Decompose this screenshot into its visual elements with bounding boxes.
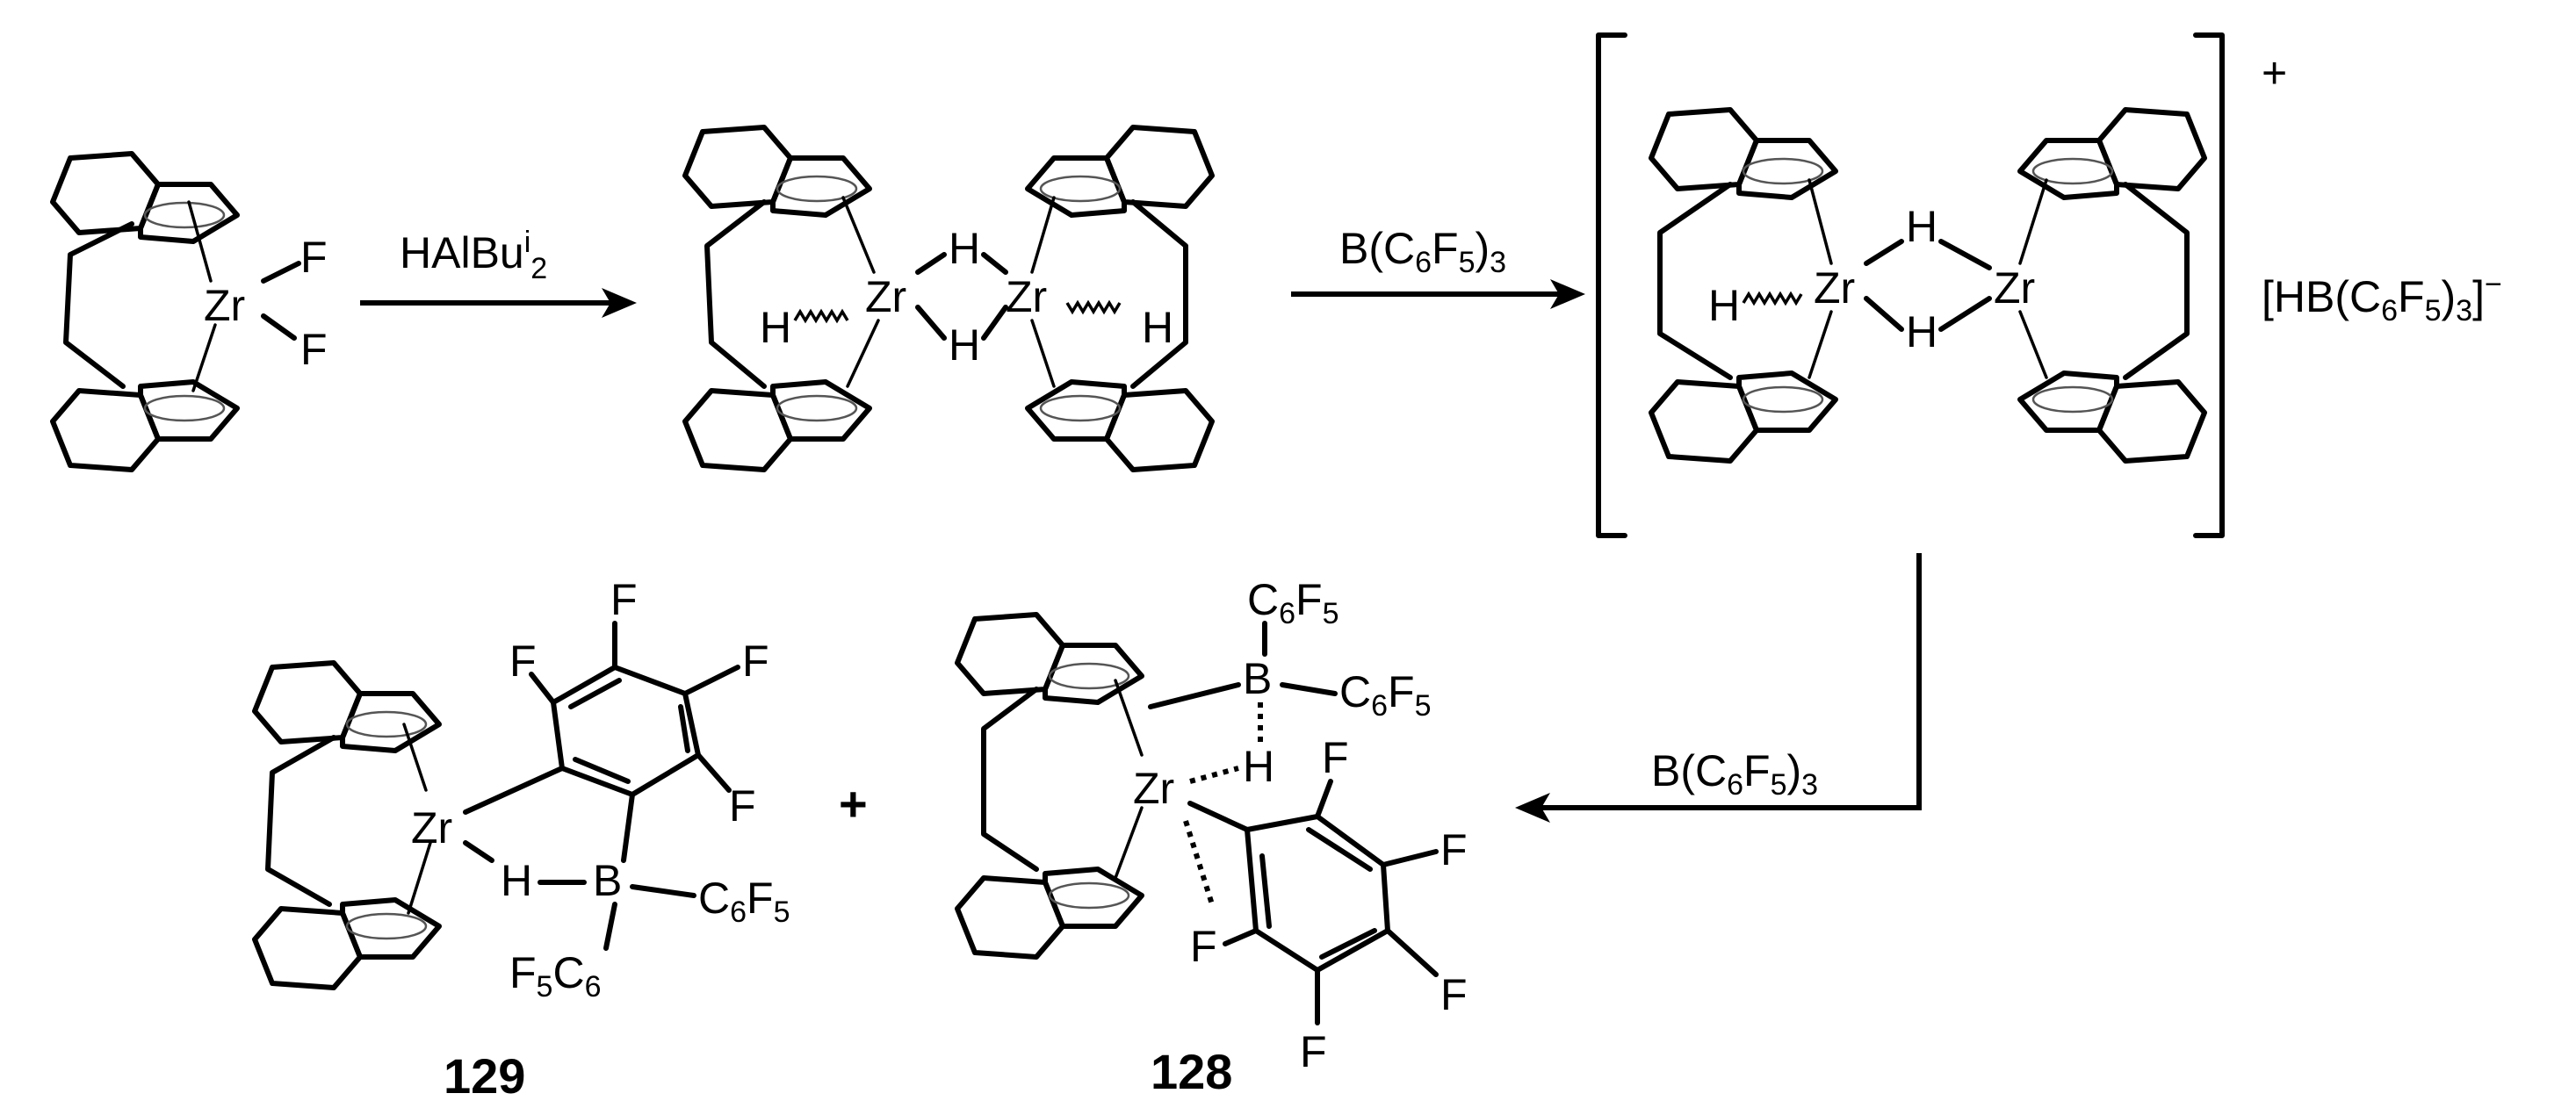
zr-atom-label: Zr bbox=[1133, 764, 1174, 813]
indenyl-ring bbox=[1651, 373, 1836, 461]
boron-label: B bbox=[593, 856, 622, 905]
zr-cp-bond bbox=[191, 323, 217, 392]
ethylene-bridge bbox=[265, 735, 336, 907]
zirconium-hydride-dimer: Zr Zr H H H H bbox=[685, 127, 1212, 470]
wavy-bond bbox=[1065, 299, 1122, 315]
fluorine-label: F bbox=[300, 325, 328, 374]
zr-atom-label: Zr bbox=[411, 803, 452, 852]
reagent-2-label: B(C6F5)3 bbox=[1339, 224, 1506, 279]
plus-sign: + bbox=[839, 776, 868, 831]
fluorine-label: F bbox=[1440, 825, 1468, 874]
reaction-arrow-1: HAlBui2 bbox=[360, 226, 637, 318]
fluorine-label: F bbox=[300, 233, 328, 282]
bridging-hydride-label: H bbox=[1906, 307, 1937, 356]
ethylene-bridge bbox=[63, 221, 134, 389]
bridging-hydride-label: H bbox=[1906, 202, 1937, 251]
zr-cp-bond bbox=[841, 196, 876, 274]
indenyl-ring bbox=[1651, 110, 1836, 198]
zr-f-bond bbox=[261, 261, 301, 284]
indenyl-ring bbox=[2020, 110, 2204, 198]
pentafluorophenyl-ring bbox=[551, 665, 701, 797]
ethylene-bridge bbox=[981, 687, 1039, 872]
terminal-hydride-label: H bbox=[760, 303, 791, 352]
indenyl-ring bbox=[1028, 127, 1212, 215]
left-bracket bbox=[1596, 32, 1627, 538]
compound-129: Zr F F F F H B C6F5 F5C6 129 bbox=[255, 575, 790, 1104]
zr-cp-bond bbox=[1030, 196, 1056, 274]
fluorine-label: F bbox=[1322, 733, 1349, 782]
indenyl-ring bbox=[1028, 382, 1212, 470]
reagent-3-label: B(C6F5)3 bbox=[1651, 746, 1818, 802]
reagent-1-label: HAlBui2 bbox=[400, 226, 547, 285]
zr-atom-label: Zr bbox=[865, 272, 906, 321]
upper-indenyl-ring bbox=[255, 663, 439, 751]
right-bracket bbox=[2193, 32, 2225, 538]
reaction-arrow-2: B(C6F5)3 bbox=[1291, 224, 1585, 309]
c6f5-label: C6F5 bbox=[1247, 575, 1339, 630]
bridging-hydride-label: H bbox=[949, 224, 980, 273]
upper-indenyl-ring bbox=[53, 154, 237, 241]
lower-indenyl-ring bbox=[957, 869, 1142, 957]
fluorine-label: F bbox=[742, 637, 769, 686]
zr-atom-label: Zr bbox=[204, 281, 245, 330]
terminal-hydride-label: H bbox=[1708, 281, 1740, 330]
hydride-label: H bbox=[501, 856, 532, 905]
ethylene-bridge bbox=[2123, 182, 2190, 380]
ethylene-bridge bbox=[1130, 199, 1188, 389]
fluorine-label: F bbox=[729, 781, 756, 831]
hydride-label: H bbox=[1243, 742, 1274, 791]
lower-indenyl-ring bbox=[255, 900, 439, 988]
cation-charge: + bbox=[2262, 48, 2287, 97]
fluorine-label: F bbox=[1300, 1027, 1327, 1076]
boron-label: B bbox=[1243, 654, 1272, 703]
reaction-arrow-3: B(C6F5)3 bbox=[1515, 553, 1922, 823]
compound-128: Zr B C6F5 C6F5 H F F F F F 128 bbox=[957, 575, 1468, 1099]
upper-indenyl-ring bbox=[957, 615, 1142, 702]
zr-atom-label: Zr bbox=[1814, 263, 1855, 313]
wavy-bond bbox=[793, 308, 849, 324]
counterion-label: [HB(C6F5)3]− bbox=[2262, 268, 2502, 327]
ethylene-bridge bbox=[704, 199, 767, 389]
zirconocene-difluoride: Zr F F bbox=[53, 154, 328, 470]
f5c6-label: F5C6 bbox=[509, 948, 602, 1004]
ethylene-bridge bbox=[1657, 182, 1733, 380]
fluorine-label: F bbox=[610, 575, 638, 624]
lower-indenyl-ring bbox=[53, 382, 237, 470]
zr-cp-bond bbox=[846, 319, 880, 388]
zr-atom-label: Zr bbox=[1006, 272, 1047, 321]
wavy-bond bbox=[1742, 291, 1803, 306]
c6f5-label: C6F5 bbox=[1339, 667, 1432, 723]
zr-f-bond bbox=[261, 313, 297, 341]
zr-cp-bond bbox=[1030, 319, 1056, 388]
indenyl-ring bbox=[2020, 373, 2204, 461]
indenyl-ring bbox=[685, 127, 869, 215]
c6f5-label: C6F5 bbox=[698, 874, 790, 929]
zr-cp-bond bbox=[187, 200, 213, 283]
fluorine-label: F bbox=[1440, 970, 1468, 1019]
compound-number-128: 128 bbox=[1151, 1044, 1232, 1099]
fluorine-label: F bbox=[1190, 922, 1217, 971]
compound-number-129: 129 bbox=[444, 1048, 525, 1104]
indenyl-ring bbox=[685, 382, 869, 470]
zr-atom-label: Zr bbox=[1994, 263, 2035, 313]
terminal-hydride-label: H bbox=[1142, 303, 1173, 352]
cationic-dimer: + Zr Zr H H H bbox=[1596, 32, 2287, 538]
bridging-hydride-label: H bbox=[949, 320, 980, 370]
